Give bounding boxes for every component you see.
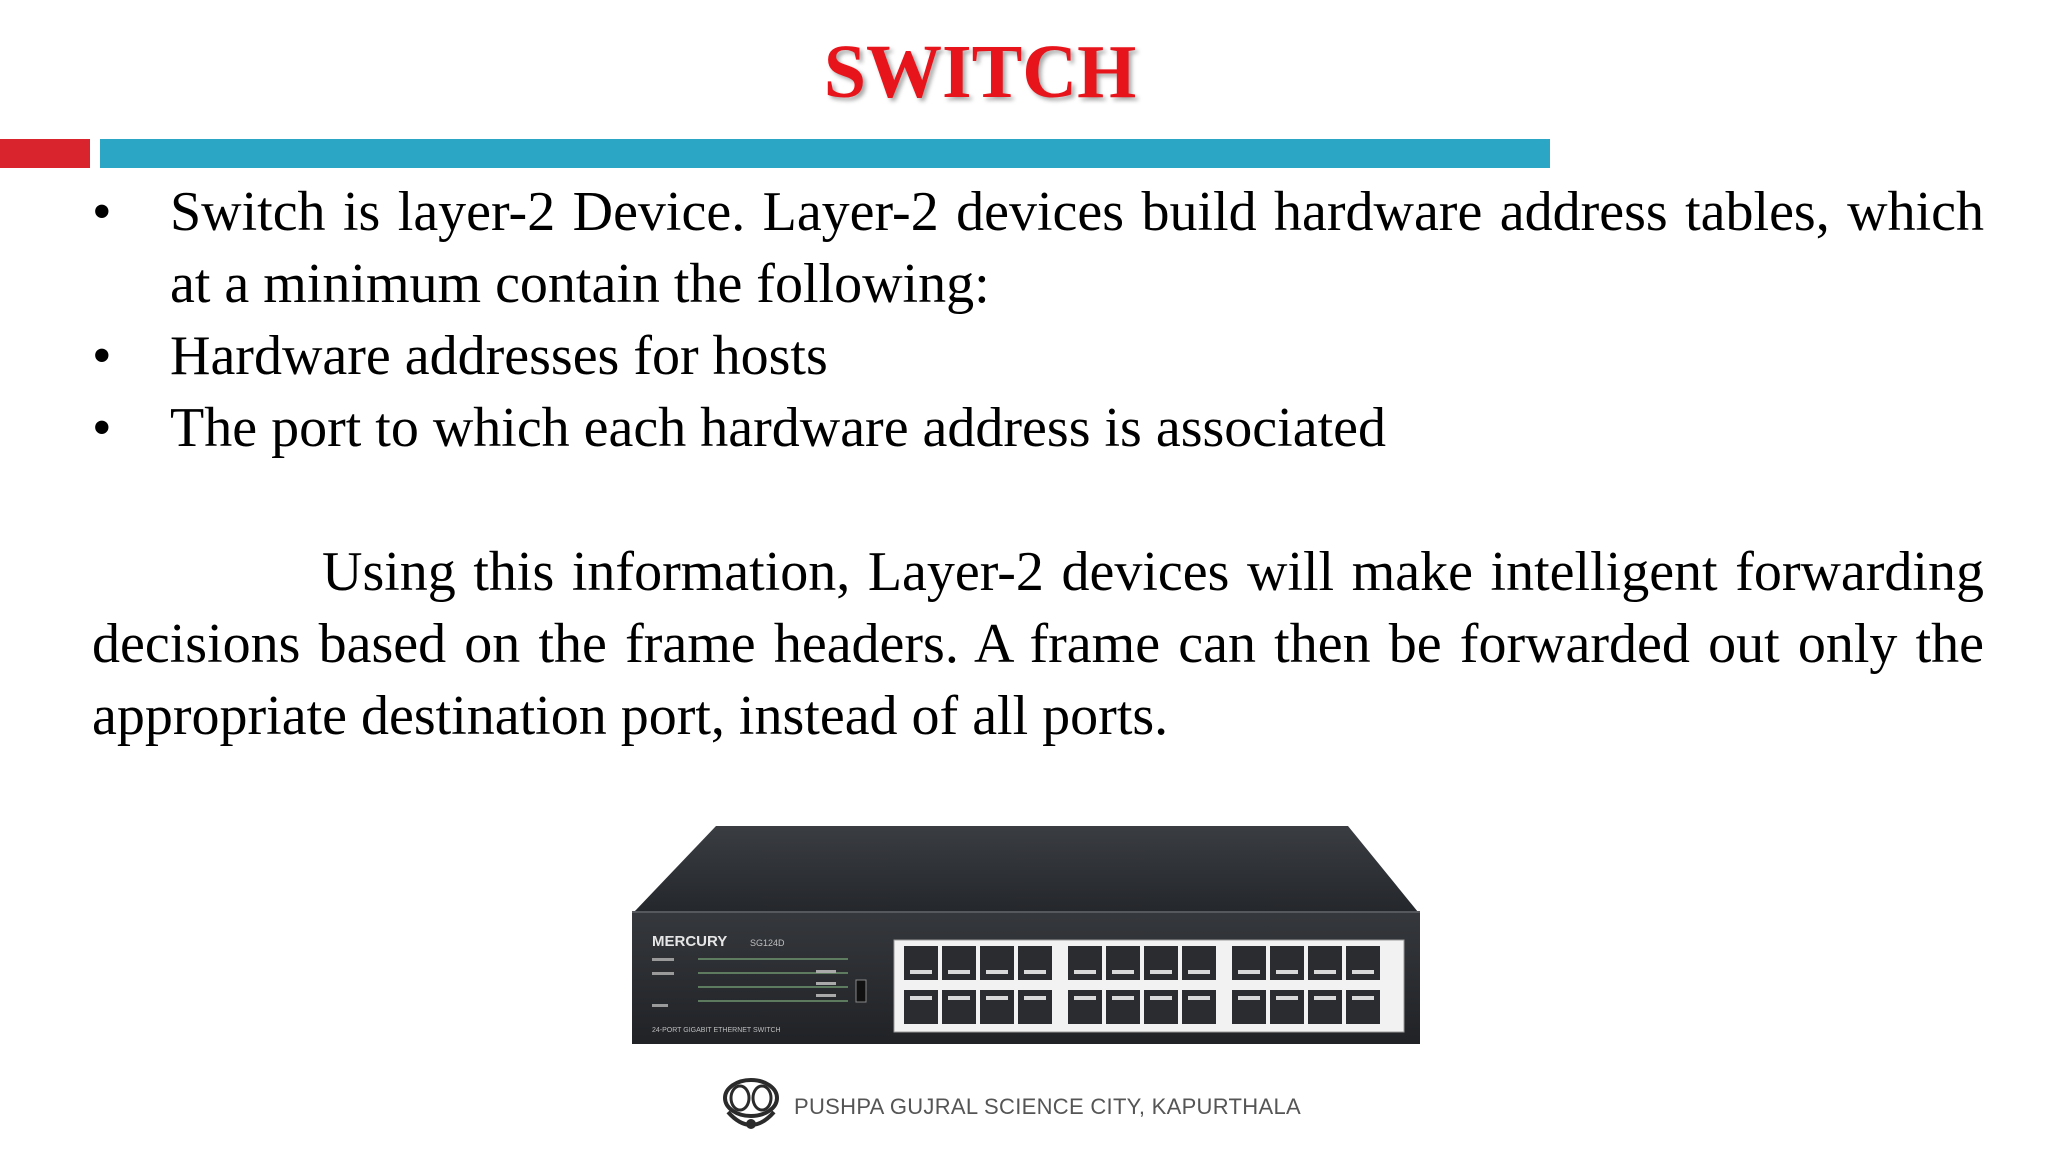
- science-city-logo-icon: [723, 1078, 779, 1129]
- slide-title: SWITCH: [823, 30, 1137, 114]
- network-switch-image: MERCURY SG124D 24-PORT GIGABIT ETHERNET …: [632, 826, 1420, 1044]
- body-paragraph: Using this information, Layer-2 devices …: [92, 541, 1984, 747]
- bullet-item: • Hardware addresses for hosts: [92, 320, 1984, 392]
- bullet-text: Switch is layer-2 Device. Layer-2 device…: [170, 181, 1984, 315]
- footer: PUSHPA GUJRAL SCIENCE CITY, KAPURTHALA: [720, 1074, 1301, 1140]
- bullet-list: • Switch is layer-2 Device. Layer-2 devi…: [92, 176, 1984, 464]
- bullet-item: • The port to which each hardware addres…: [92, 392, 1984, 464]
- bullet-marker: •: [92, 325, 112, 387]
- bullet-text: Hardware addresses for hosts: [170, 325, 828, 387]
- switch-caption: 24-PORT GIGABIT ETHERNET SWITCH: [652, 1027, 781, 1034]
- footer-text: PUSHPA GUJRAL SCIENCE CITY, KAPURTHALA: [794, 1094, 1301, 1119]
- bullet-marker: •: [92, 181, 112, 243]
- accent-bar-red: [0, 139, 90, 168]
- bullet-marker: •: [92, 397, 112, 459]
- bullet-item: • Switch is layer-2 Device. Layer-2 devi…: [92, 176, 1984, 320]
- switch-model-label: SG124D: [750, 938, 785, 948]
- bullet-text: The port to which each hardware address …: [170, 397, 1386, 459]
- switch-brand-label: MERCURY: [652, 933, 727, 950]
- accent-bar-blue: [100, 139, 1550, 168]
